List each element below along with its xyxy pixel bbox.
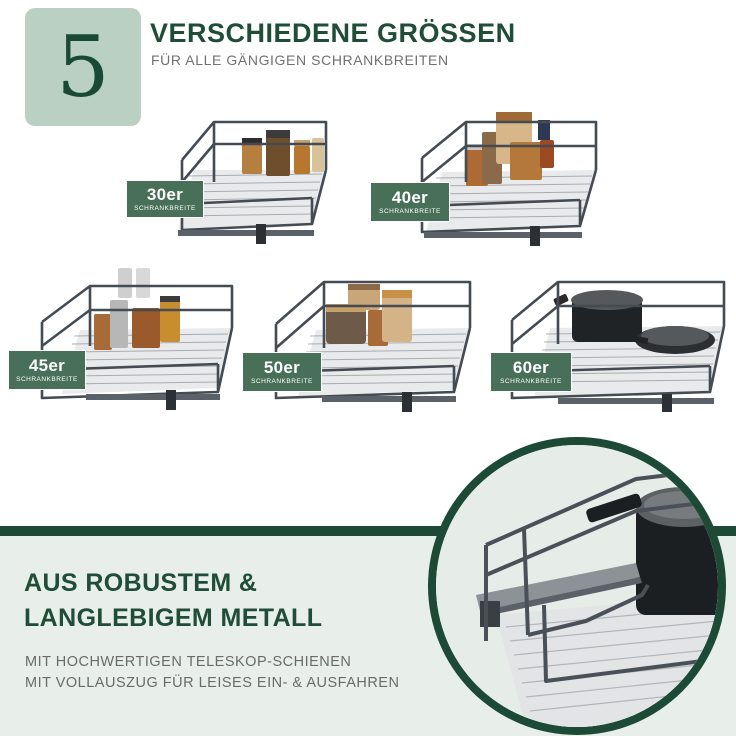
size-unit: SCHRANKBREITE <box>379 208 441 215</box>
drawer-basket-45-image <box>40 268 234 410</box>
detail-zoom-image <box>436 445 718 727</box>
drawer-basket-30-image <box>178 120 328 244</box>
product-40er: 40er SCHRANKBREITE <box>370 108 604 252</box>
product-30er: 30er SCHRANKBREITE <box>126 112 336 252</box>
rail-detail-image <box>436 445 718 727</box>
feature-heading-line1: AUS ROBUSTEM & <box>24 569 258 597</box>
product-45er: 45er SCHRANKBREITE <box>6 264 238 414</box>
size-tag-50er: 50er SCHRANKBREITE <box>242 352 322 392</box>
product-60er: 60er SCHRANKBREITE <box>490 276 730 416</box>
spice-jars-icon <box>242 130 324 176</box>
size-tag-60er: 60er SCHRANKBREITE <box>490 352 572 392</box>
feature-heading: AUS ROBUSTEM & LANGLEBIGEM METALL <box>24 570 322 641</box>
drawer-basket-50-image <box>274 280 472 412</box>
number-badge: 5 <box>25 8 141 126</box>
size-label: 60er <box>512 358 550 377</box>
feature-description: MIT HOCHWERTIGEN TELESKOP-SCHIENEN MIT V… <box>25 652 399 695</box>
size-tag-40er: 40er SCHRANKBREITE <box>370 182 450 222</box>
size-label: 40er <box>391 188 429 207</box>
product-50er: 50er SCHRANKBREITE <box>242 270 476 416</box>
feature-desc-line1: MIT HOCHWERTIGEN TELESKOP-SCHIENEN <box>25 654 352 670</box>
storage-jars-icon <box>326 284 412 346</box>
number-label: 5 <box>56 18 110 116</box>
feature-divider <box>0 526 736 536</box>
size-tag-45er: 45er SCHRANKBREITE <box>8 350 86 390</box>
detail-circle <box>428 437 726 735</box>
size-label: 45er <box>28 356 66 375</box>
size-unit: SCHRANKBREITE <box>500 378 562 385</box>
page-subtitle: FÜR ALLE GÄNGIGEN SCHRANKBREITEN <box>151 52 449 68</box>
page-title: VERSCHIEDENE GRÖSSEN <box>150 18 516 48</box>
size-unit: SCHRANKBREITE <box>16 376 78 383</box>
drawer-basket-60-image <box>510 280 726 412</box>
size-label: 50er <box>263 358 301 377</box>
feature-desc-line2: MIT VOLLAUSZUG FÜR LEISES EIN- & AUSFAHR… <box>25 675 400 692</box>
size-tag-30er: 30er SCHRANKBREITE <box>126 180 204 218</box>
size-unit: SCHRANKBREITE <box>134 205 196 212</box>
feature-heading-line2: LANGLEBIGEM METALL <box>24 604 323 633</box>
drawer-basket-40-image <box>420 112 598 246</box>
size-unit: SCHRANKBREITE <box>251 378 313 385</box>
size-label: 30er <box>146 185 184 204</box>
